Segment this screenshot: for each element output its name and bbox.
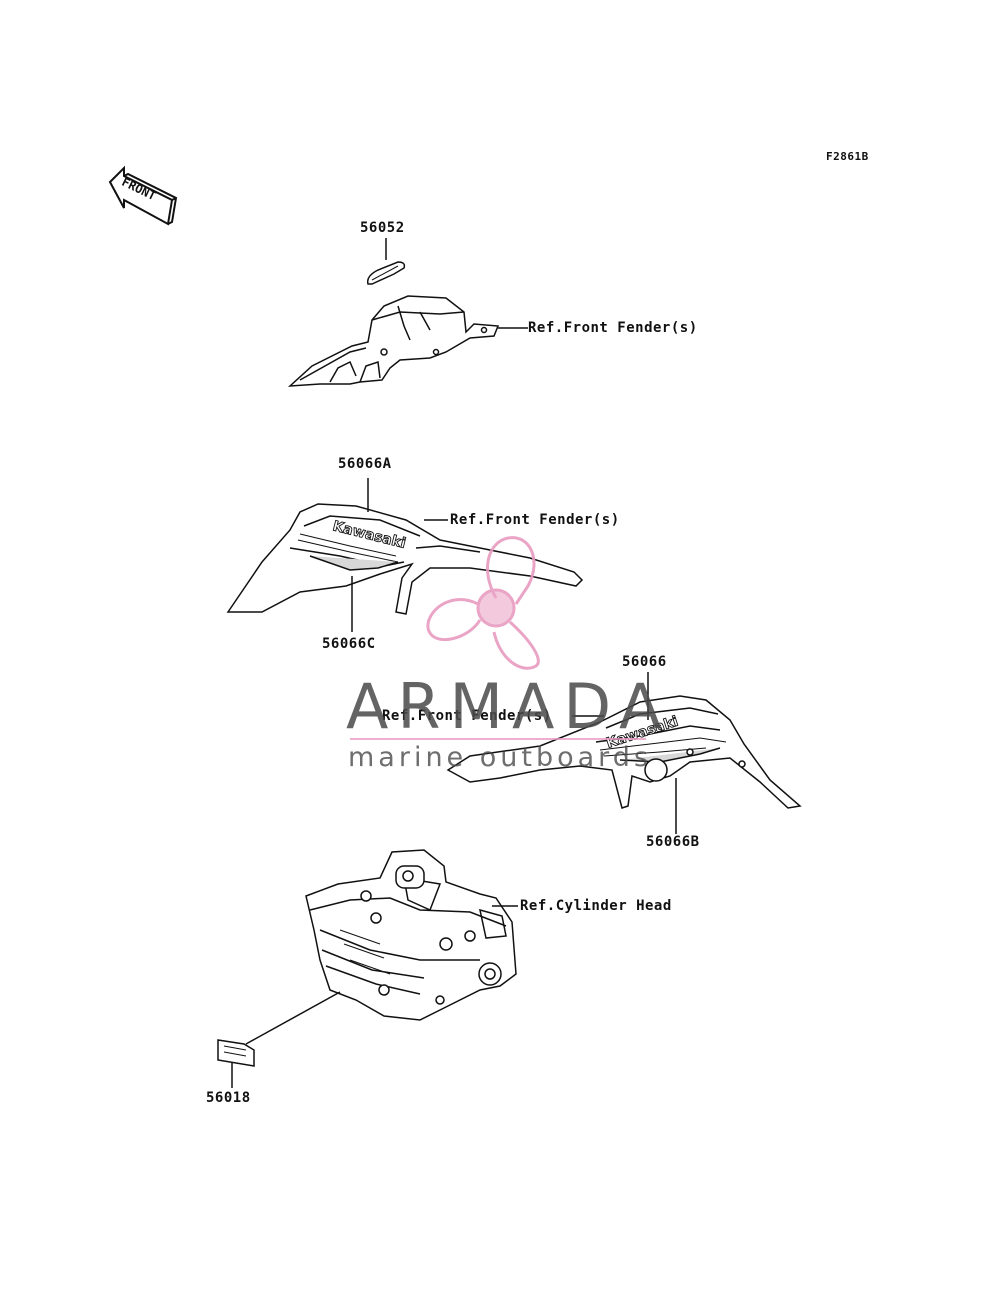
watermark-title: ARMADA [346, 670, 671, 743]
cylinder-head [245, 849, 518, 1045]
ref-cylinder-head[interactable]: Ref.Cylinder Head [520, 898, 672, 914]
propeller-logo-icon [426, 536, 540, 670]
watermark-subtitle: marine outboards [348, 742, 653, 773]
front-fender-top [287, 295, 528, 387]
watermark-divider [350, 738, 646, 740]
part-number-56066A[interactable]: 56066A [338, 456, 392, 472]
front-arrow-icon: FRONT [108, 165, 178, 226]
part-number-56018[interactable]: 56018 [206, 1090, 251, 1106]
part-number-56052[interactable]: 56052 [360, 220, 405, 236]
part-number-56066C[interactable]: 56066C [322, 636, 376, 652]
label-56018 [217, 1039, 255, 1088]
ref-front-fender-3[interactable]: Ref.Front Fender(s) [382, 708, 552, 724]
front-fender-lower: Kawasaki [446, 672, 802, 834]
ref-front-fender-2[interactable]: Ref.Front Fender(s) [450, 512, 620, 528]
ref-front-fender-1[interactable]: Ref.Front Fender(s) [528, 320, 698, 336]
front-fender-middle: Kawasaki [226, 478, 584, 632]
part-number-56066[interactable]: 56066 [622, 654, 667, 670]
part-number-56066B[interactable]: 56066B [646, 834, 700, 850]
emblem-56052 [366, 238, 406, 285]
figure-code: F2861B [826, 150, 869, 163]
